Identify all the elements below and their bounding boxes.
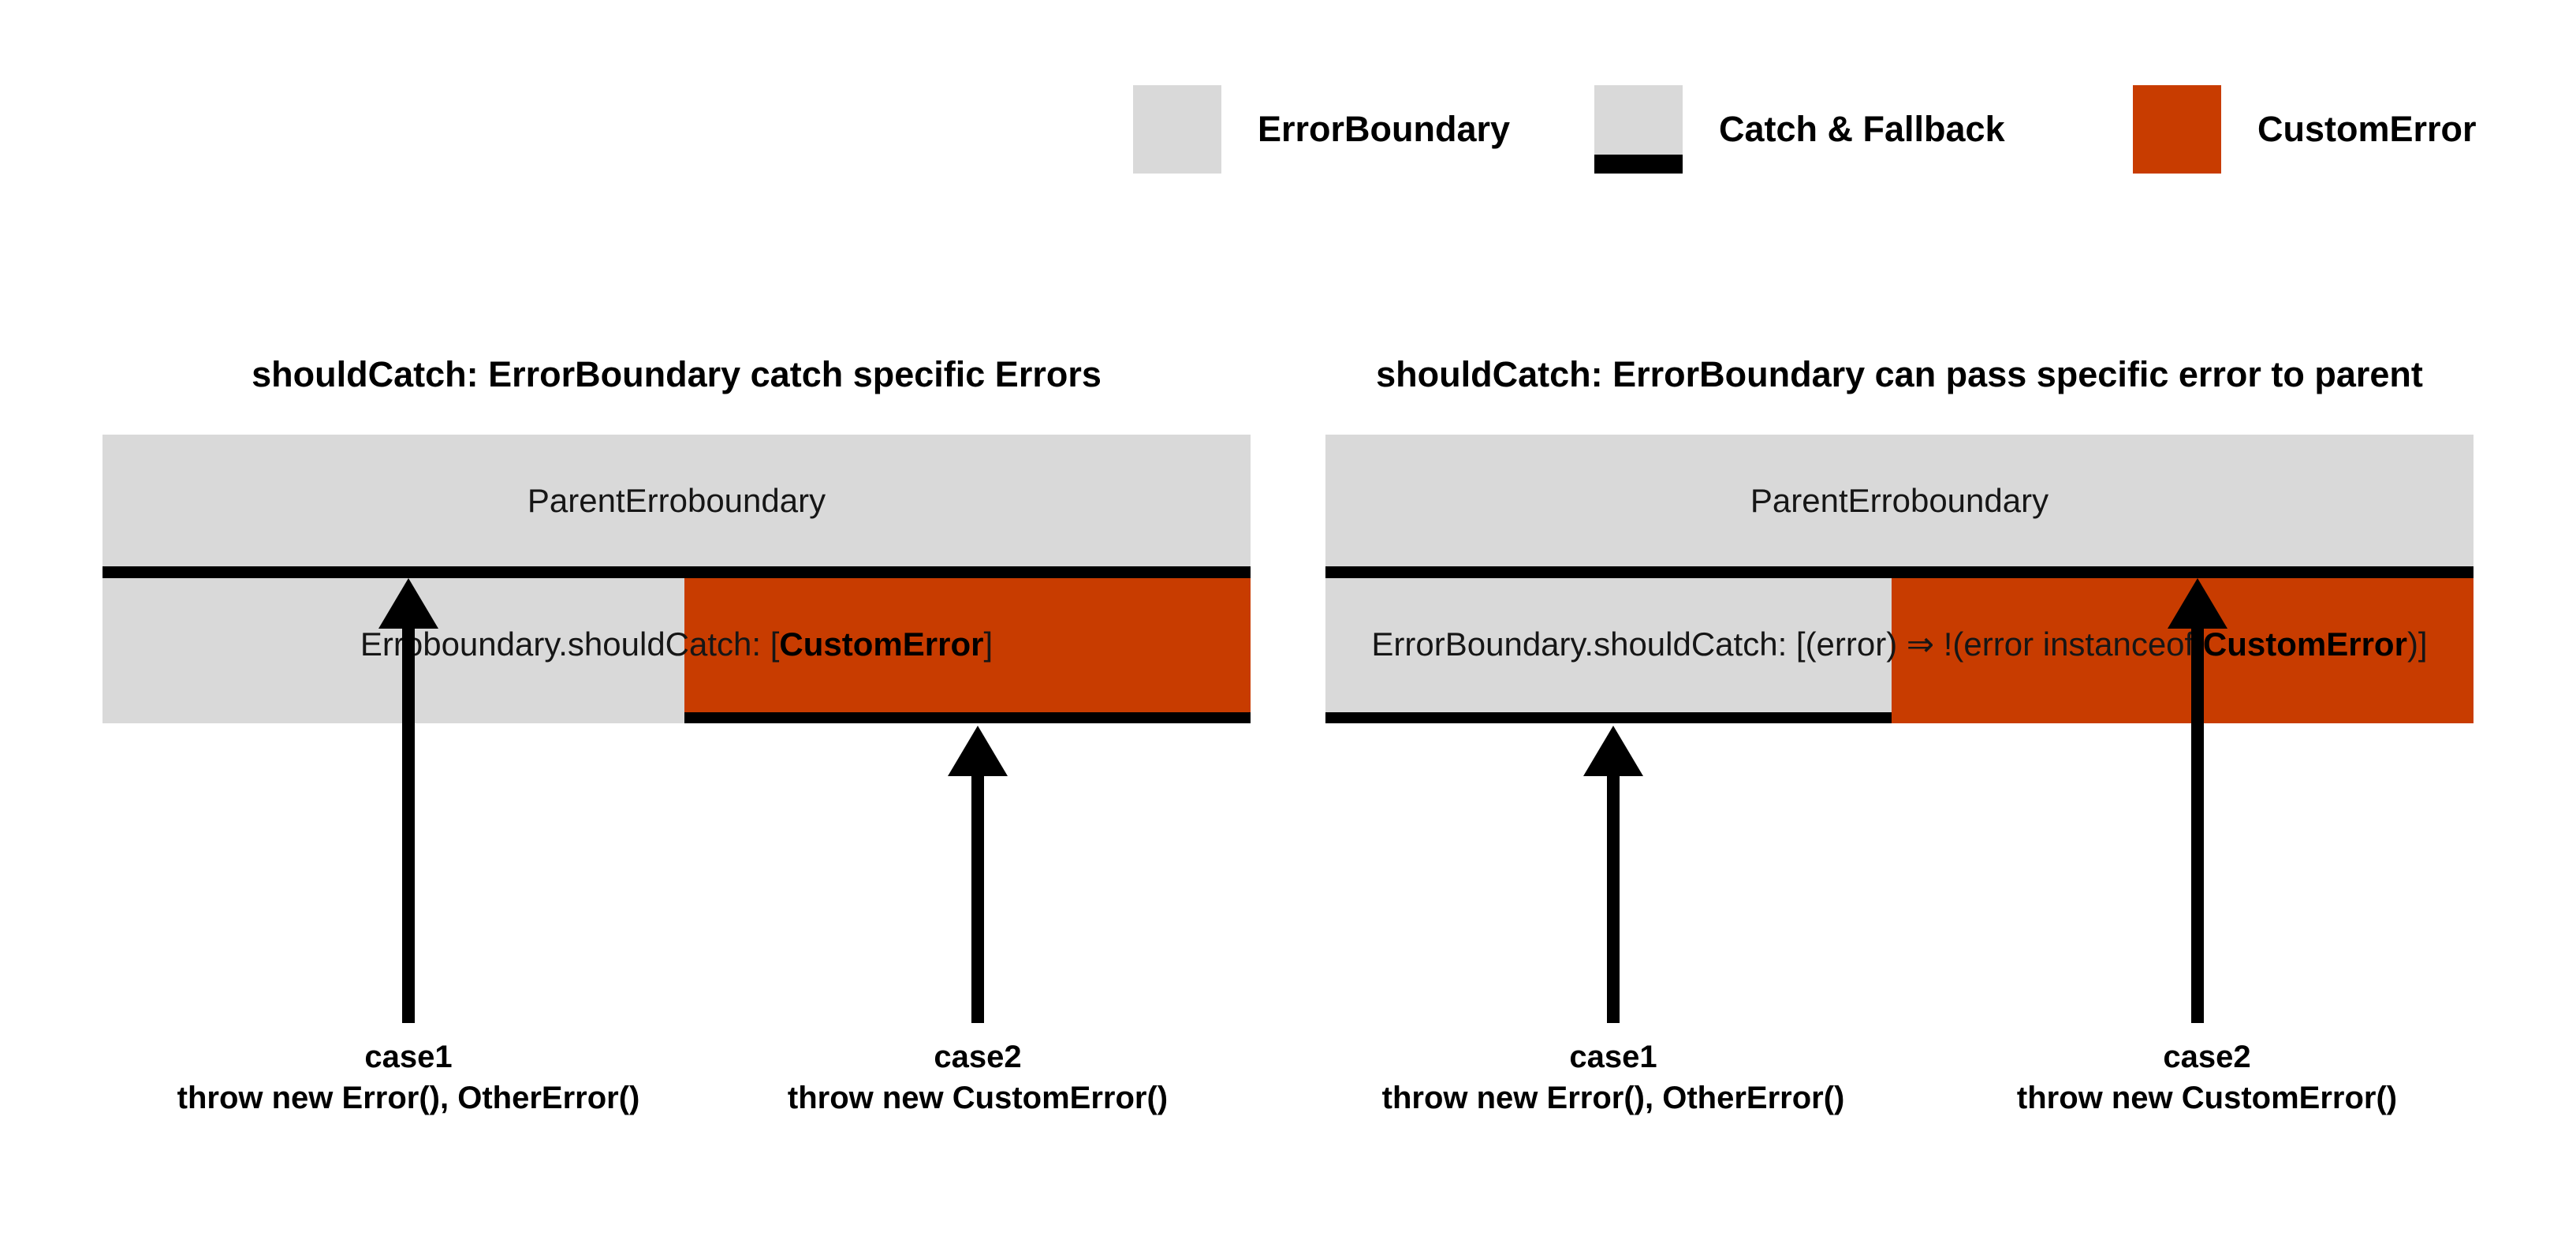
legend-label-catch-fallback: Catch & Fallback [1719,109,2005,149]
diagram2-parent-label: ParentErroboundary [1750,481,2049,519]
diagram1-case2-arrow-shaft [971,775,984,1023]
diagram1-parent-catch-bar [103,566,1251,578]
diagram1-case2-name: case2 [934,1040,1022,1074]
legend-item-errorboundary: ErrorBoundary [1133,85,1510,174]
diagram1-case2-arrowhead-icon [948,726,1008,776]
diagram2-case2-arrowhead-icon [2168,578,2227,629]
diagram2-child-gray-box [1325,578,1892,723]
legend-label-errorboundary: ErrorBoundary [1258,109,1511,149]
diagram2-case1-arrow-shaft [1607,775,1620,1023]
diagram1-case2-code: throw new CustomError() [787,1081,1169,1115]
diagram2-case2-arrow-shaft [2191,627,2204,1023]
diagram2-case1-label: case1 throw new Error(), OtherError() [1258,1036,1968,1118]
catch-fallback-swatch-icon [1594,85,1683,174]
diagram2-parent-errorboundary-box: ParentErroboundary [1325,435,2473,566]
legend-label-customerror: CustomError [2257,109,2477,149]
diagram2-case2-name: case2 [2163,1040,2251,1074]
legend-item-catch-fallback: Catch & Fallback [1594,85,2005,174]
diagram2-parent-catch-bar [1325,566,2473,578]
errorboundary-swatch-icon [1133,85,1221,174]
diagram2-title: shouldCatch: ErrorBoundary can pass spec… [1376,354,2423,394]
diagram1-case1-arrowhead-icon [378,578,438,629]
diagram1-case1-label: case1 throw new Error(), OtherError() [54,1036,763,1118]
diagram2-case1-arrowhead-icon [1583,726,1643,776]
diagram1-parent-label: ParentErroboundary [527,481,826,519]
diagram2-case1-name: case1 [1569,1040,1657,1074]
diagram1-case1-code: throw new Error(), OtherError() [177,1081,640,1115]
diagram2-case2-code: throw new CustomError() [2016,1081,2398,1115]
legend-item-customerror: CustomError [2133,85,2477,174]
diagram1-title: shouldCatch: ErrorBoundary catch specifi… [252,354,1102,394]
diagram2-case2-label: case2 throw new CustomError() [1852,1036,2562,1118]
diagram1-child-customerror-box [684,578,1251,723]
diagram1-case2-label: case2 throw new CustomError() [623,1036,1333,1118]
diagram1-parent-errorboundary-box: ParentErroboundary [103,435,1251,566]
diagram1-case1-arrow-shaft [402,627,415,1023]
customerror-swatch-icon [2133,85,2221,174]
diagram2-case1-code: throw new Error(), OtherError() [1381,1081,1845,1115]
diagram1-case1-name: case1 [364,1040,453,1074]
